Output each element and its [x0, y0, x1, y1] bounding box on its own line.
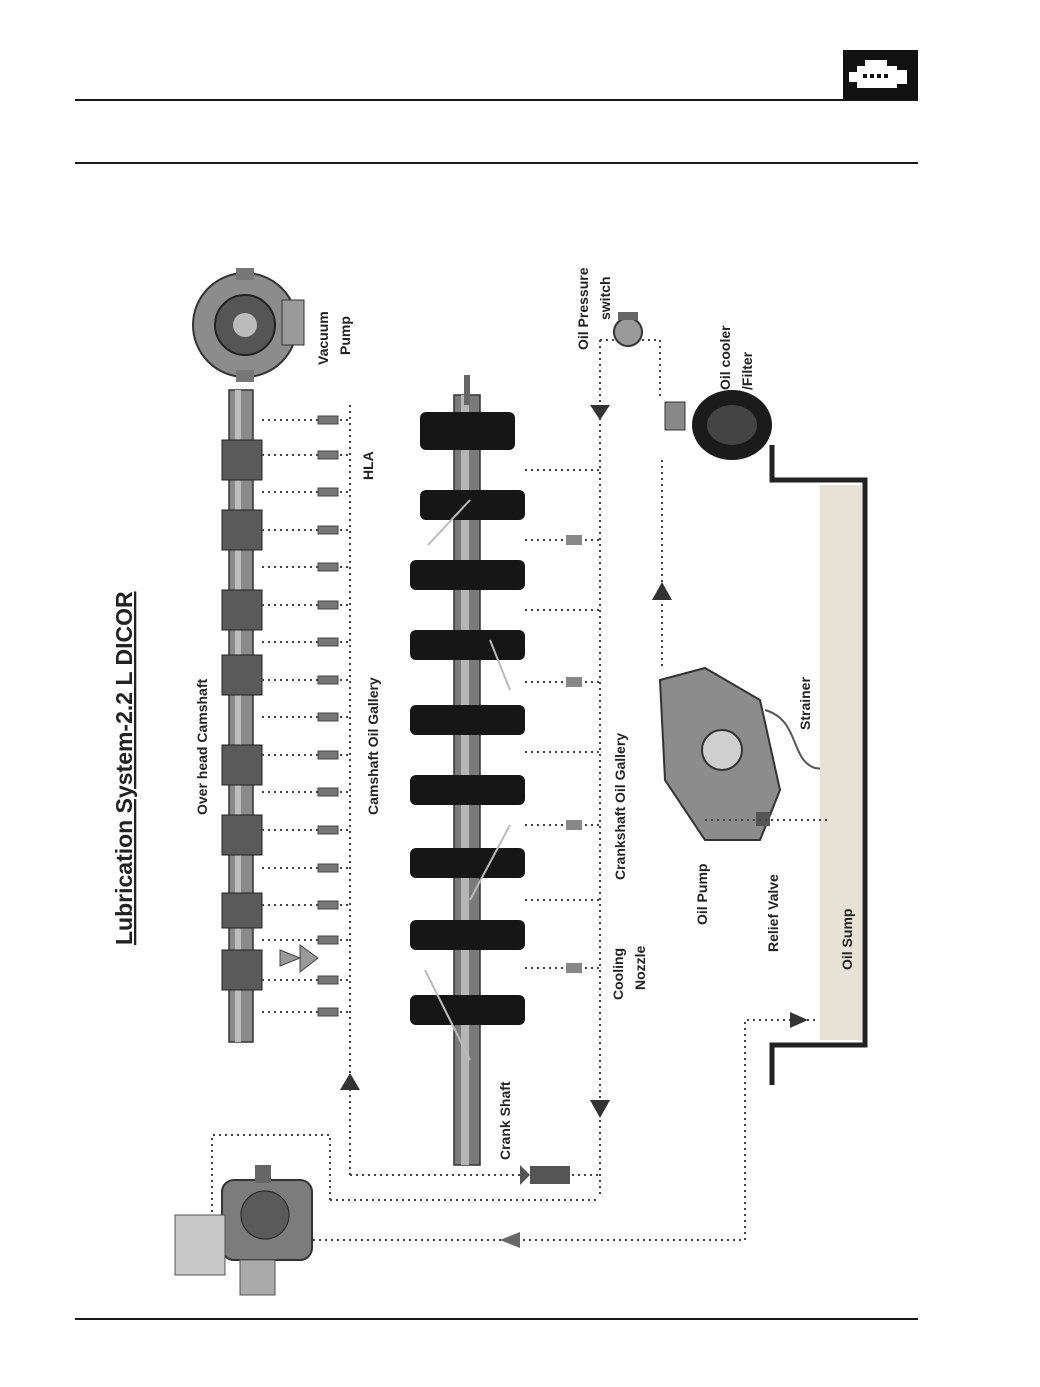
label-crankshaft-gallery: Crankshaft Oil Gallery — [612, 733, 628, 880]
label-oil-pressure-1: Oil Pressure — [575, 267, 591, 350]
crankshaft — [410, 375, 525, 1166]
flow-arrow-gallery — [520, 1165, 530, 1185]
crankshaft-feeds — [525, 339, 661, 1195]
header-bottom-rule — [75, 162, 918, 164]
label-relief-valve: Relief Valve — [765, 874, 781, 952]
oil-pressure-switch — [613, 312, 643, 347]
vacuum-pump — [192, 268, 305, 382]
vacuum-return-line — [211, 1134, 331, 1240]
oil-pump — [658, 666, 782, 841]
supply-pipe-block — [530, 1166, 570, 1184]
high-pressure-pump — [174, 1165, 313, 1296]
flow-arrow-right — [790, 1012, 808, 1028]
label-hla: HLA — [360, 451, 376, 480]
hla-lifters — [262, 415, 350, 1017]
label-vacuum-pump-1: Vacuum — [315, 311, 331, 365]
oil-sump — [769, 445, 868, 1085]
sump-return-line — [300, 1019, 815, 1241]
oil-cooler-filter — [664, 390, 772, 460]
label-vacuum-pump-2: Pump — [337, 316, 353, 355]
header-top-rule — [75, 99, 918, 101]
label-oil-sump: Oil Sump — [839, 909, 855, 970]
footer-rule — [75, 1318, 918, 1320]
label-oil-pump: Oil Pump — [694, 864, 710, 925]
label-oil-cooler-1: Oil cooler — [717, 325, 733, 390]
flow-arrow-left-bottom — [500, 1232, 520, 1248]
label-camshaft-gallery: Camshaft Oil Gallery — [365, 677, 381, 815]
diagram-title: Lubrication System-2.2 L DICOR — [111, 591, 137, 945]
flow-arrow-up-left — [340, 1073, 360, 1090]
label-crank-shaft: Crank Shaft — [497, 1081, 513, 1160]
label-strainer: Strainer — [797, 677, 813, 730]
label-cooling-nozzle-2: Nozzle — [632, 945, 648, 990]
label-oil-pressure-2: switch — [597, 276, 613, 320]
label-cooling-nozzle-1: Cooling — [610, 948, 626, 1000]
label-oil-cooler-2: /Filter — [739, 351, 755, 390]
label-overhead-camshaft: Over head Camshaft — [194, 679, 210, 815]
flow-arrow-up — [652, 582, 672, 600]
overhead-camshaft — [221, 389, 263, 1043]
engine-icon — [843, 50, 918, 100]
